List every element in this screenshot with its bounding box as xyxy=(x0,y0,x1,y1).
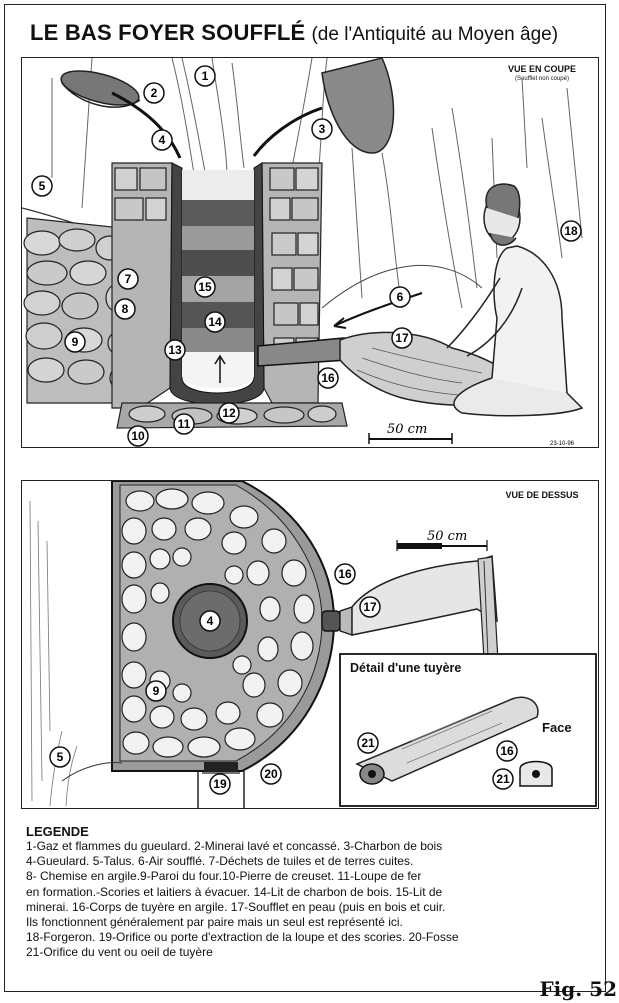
svg-text:13: 13 xyxy=(168,343,182,357)
svg-text:5: 5 xyxy=(57,750,64,764)
marker-14: 14 xyxy=(205,312,225,332)
detail-title: Détail d'une tuyère xyxy=(350,661,461,675)
marker-15: 15 xyxy=(195,277,215,297)
svg-text:8: 8 xyxy=(122,302,129,316)
top-view-panel: VUE DE DESSUS xyxy=(21,480,599,809)
svg-text:19: 19 xyxy=(213,777,227,791)
svg-text:14: 14 xyxy=(208,315,222,329)
legend-line: Ils fonctionnent généralement par paire … xyxy=(26,915,601,930)
marker-9: 9 xyxy=(65,332,85,352)
top-marker-20: 20 xyxy=(261,764,281,784)
svg-text:4: 4 xyxy=(159,133,166,147)
svg-text:4: 4 xyxy=(207,614,214,628)
detail-face-label: Face xyxy=(542,720,572,735)
marker-18: 18 xyxy=(561,221,581,241)
svg-text:3: 3 xyxy=(319,122,326,136)
title-main: LE BAS FOYER SOUFFLÉ xyxy=(30,20,305,45)
legend-line: 4-Gueulard. 5-Talus. 6-Air soufflé. 7-Dé… xyxy=(26,854,601,869)
marker-12: 12 xyxy=(219,403,239,423)
svg-text:5: 5 xyxy=(39,179,46,193)
section-date: 23-10-96 xyxy=(550,441,575,447)
marker-2: 2 xyxy=(144,83,164,103)
svg-text:18: 18 xyxy=(564,224,578,238)
top-scale-label: 50 cm xyxy=(427,529,467,544)
detail-marker-21b: 21 xyxy=(493,769,513,789)
marker-16: 16 xyxy=(318,368,338,388)
legend-text: 1-Gaz et flammes du gueulard. 2-Minerai … xyxy=(26,839,601,961)
top-marker-16: 16 xyxy=(335,564,355,584)
svg-text:11: 11 xyxy=(178,417,191,431)
section-view-drawing: 50 cm 23-10-96 1 2 3 4 5 6 7 8 9 10 11 1… xyxy=(22,58,599,448)
legend-line: 18-Forgeron. 19-Orifice ou porte d'extra… xyxy=(26,930,601,945)
top-marker-4: 4 xyxy=(200,611,220,631)
svg-text:10: 10 xyxy=(131,429,145,443)
svg-text:15: 15 xyxy=(198,280,212,294)
svg-text:16: 16 xyxy=(321,371,335,385)
legend-title: LEGENDE xyxy=(26,824,89,839)
marker-17: 17 xyxy=(392,328,412,348)
svg-text:17: 17 xyxy=(363,600,377,614)
svg-text:2: 2 xyxy=(151,86,158,100)
svg-text:9: 9 xyxy=(72,335,79,349)
svg-text:7: 7 xyxy=(125,272,132,286)
marker-7: 7 xyxy=(118,269,138,289)
detail-marker-16: 16 xyxy=(497,741,517,761)
figure-label: Fig. 52 xyxy=(539,977,617,1001)
marker-1: 1 xyxy=(195,66,215,86)
top-marker-5: 5 xyxy=(50,747,70,767)
furnace-charge xyxy=(182,170,254,388)
marker-13: 13 xyxy=(165,340,185,360)
marker-5: 5 xyxy=(32,176,52,196)
svg-text:1: 1 xyxy=(202,69,209,83)
section-scale-label: 50 cm xyxy=(387,422,427,437)
marker-6: 6 xyxy=(390,287,410,307)
legend-line: minerai. 16-Corps de tuyère en argile. 1… xyxy=(26,900,601,915)
svg-text:12: 12 xyxy=(222,406,236,420)
page-title: LE BAS FOYER SOUFFLÉ (de l'Antiquité au … xyxy=(30,20,558,46)
marker-10: 10 xyxy=(128,426,148,446)
marker-11: 11 xyxy=(174,414,194,434)
legend-line: 1-Gaz et flammes du gueulard. 2-Minerai … xyxy=(26,839,601,854)
top-marker-9: 9 xyxy=(146,681,166,701)
top-marker-17: 17 xyxy=(360,597,380,617)
svg-text:21: 21 xyxy=(361,736,375,750)
marker-3: 3 xyxy=(312,119,332,139)
svg-text:16: 16 xyxy=(338,567,352,581)
svg-text:20: 20 xyxy=(264,767,278,781)
legend-line: en formation.-Scories et laitiers à évac… xyxy=(26,885,601,900)
detail-marker-21a: 21 xyxy=(358,733,378,753)
svg-text:16: 16 xyxy=(500,744,514,758)
top-marker-19: 19 xyxy=(210,774,230,794)
svg-text:9: 9 xyxy=(153,684,160,698)
marker-4: 4 xyxy=(152,130,172,150)
marker-8: 8 xyxy=(115,299,135,319)
title-sub: (de l'Antiquité au Moyen âge) xyxy=(311,24,558,45)
legend-line: 8- Chemise en argile.9-Paroi du four.10-… xyxy=(26,869,601,884)
svg-text:6: 6 xyxy=(397,290,404,304)
legend-line: 21-Orifice du vent ou oeil de tuyère xyxy=(26,945,601,960)
top-view-drawing: 50 cm 4 9 5 16 17 19 20 21 16 21 xyxy=(22,481,599,809)
svg-text:21: 21 xyxy=(496,772,510,786)
svg-text:17: 17 xyxy=(395,331,409,345)
section-view-panel: VUE EN COUPE (Soufflet non coupé) xyxy=(21,57,599,448)
